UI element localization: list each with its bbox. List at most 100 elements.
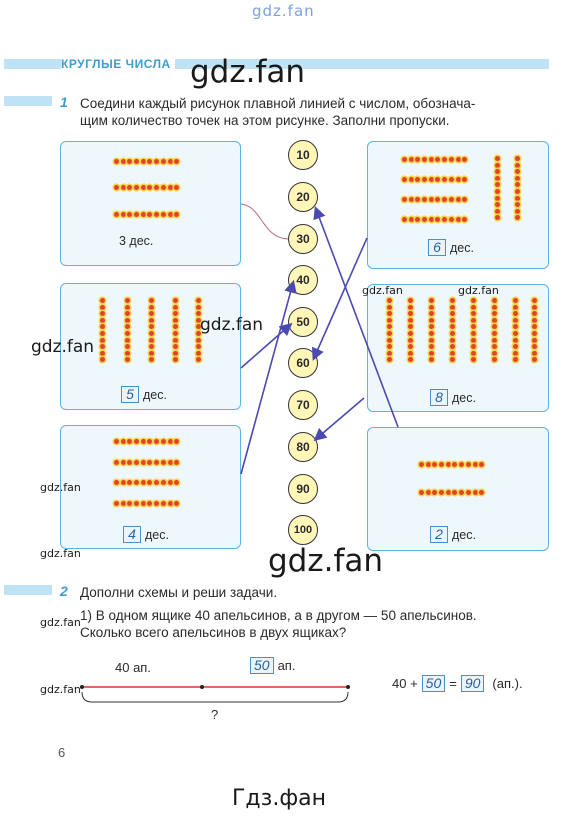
number-circle-50[interactable]: 50	[288, 307, 318, 337]
problem-line1: 1) В одном ящике 40 апельсинов, а в друг…	[80, 608, 477, 623]
answer-box[interactable]: 5	[121, 386, 139, 403]
dot	[415, 197, 421, 202]
dot	[442, 157, 448, 162]
equation-answer2-box[interactable]: 90	[460, 675, 485, 692]
dot	[160, 159, 166, 164]
dot	[160, 185, 166, 190]
dot	[387, 337, 392, 343]
dot	[174, 439, 180, 444]
card-caption: 5 дес.	[121, 386, 167, 403]
arrow-card5-to-50	[240, 322, 293, 369]
dot-column	[429, 298, 435, 363]
dot	[462, 217, 468, 222]
dot	[174, 212, 180, 217]
dot	[450, 304, 455, 310]
dot	[429, 317, 434, 323]
curve-30-link	[240, 203, 289, 240]
dot	[120, 159, 126, 164]
dot	[429, 357, 434, 363]
answer-box[interactable]: 8	[430, 389, 448, 406]
dot	[532, 350, 537, 356]
card-caption: 3 дес.	[119, 234, 154, 248]
dot-row	[402, 157, 468, 163]
dot	[495, 215, 500, 221]
dot	[127, 460, 133, 465]
number-circle-100[interactable]: 100	[288, 515, 318, 545]
answer-box[interactable]: 4	[123, 526, 141, 543]
dot	[495, 195, 500, 201]
card-5-tens[interactable]: 5 дес.	[60, 283, 241, 410]
dot	[471, 344, 476, 350]
equation-equals: =	[449, 676, 457, 691]
dot	[428, 217, 434, 222]
dot	[515, 182, 520, 188]
dot	[450, 311, 455, 317]
card-caption: 8 дес.	[430, 389, 476, 406]
dot	[495, 169, 500, 175]
answer-box[interactable]: 2	[430, 526, 448, 543]
equation-answer1-box[interactable]: 50	[421, 675, 446, 692]
number-circle-80[interactable]: 80	[288, 432, 318, 462]
dot	[173, 357, 178, 363]
number-circle-20[interactable]: 20	[288, 182, 318, 212]
dot	[402, 157, 407, 162]
dot-column	[408, 298, 414, 363]
card-3-tens[interactable]: 3 дес.	[60, 141, 241, 266]
dot	[442, 177, 448, 182]
dot	[140, 460, 146, 465]
dot-column	[492, 298, 498, 363]
dot	[167, 460, 173, 465]
watermark-small-1: gdz.fan	[362, 284, 403, 297]
dot-column	[173, 298, 179, 363]
card-8-tens[interactable]: 8 дес.	[367, 284, 549, 412]
dot	[448, 157, 454, 162]
dot	[125, 344, 130, 350]
dot	[471, 298, 476, 303]
dot-row	[114, 460, 180, 466]
dot	[167, 185, 173, 190]
number-circle-30[interactable]: 30	[288, 224, 318, 254]
dot	[173, 344, 178, 350]
dot	[429, 324, 434, 330]
dot	[154, 501, 160, 506]
dot	[532, 311, 537, 317]
caption-unit: дес.	[452, 390, 476, 405]
watermark-mid-2: gdz.fan	[31, 337, 95, 357]
dot	[429, 304, 434, 310]
dot	[167, 480, 173, 485]
dot	[120, 501, 126, 506]
dot	[174, 480, 180, 485]
dot	[515, 169, 520, 175]
dot	[495, 162, 500, 168]
dot	[459, 462, 465, 467]
task1-text-line1: Соедини каждый рисунок плавной линией с …	[80, 96, 476, 111]
dot	[472, 490, 478, 495]
dot	[147, 212, 153, 217]
dot	[462, 177, 468, 182]
dot	[515, 195, 520, 201]
caption-unit: дес.	[145, 527, 169, 542]
number-circle-10[interactable]: 10	[288, 140, 318, 170]
card-2-tens[interactable]: 2 дес.	[367, 427, 549, 551]
answer-box[interactable]: 6	[428, 239, 446, 256]
dot	[471, 337, 476, 343]
dot	[419, 462, 424, 467]
segment2-answer-box[interactable]: 50	[250, 657, 274, 674]
card-6-tens[interactable]: 6 дес.	[367, 141, 549, 269]
dot	[149, 304, 154, 310]
dot	[149, 337, 154, 343]
dot	[513, 357, 518, 363]
number-circle-90[interactable]: 90	[288, 474, 318, 504]
dot-column	[125, 298, 131, 363]
number-circle-70[interactable]: 70	[288, 390, 318, 420]
card-4-tens[interactable]: 4 дес.	[60, 425, 241, 549]
dot	[140, 501, 146, 506]
dot	[513, 344, 518, 350]
dot	[452, 490, 458, 495]
equation: 40 + 50 = 90 (ап.).	[392, 675, 523, 692]
dot	[387, 298, 392, 303]
total-question: ?	[211, 707, 219, 722]
dot	[127, 185, 133, 190]
dot	[492, 344, 497, 350]
